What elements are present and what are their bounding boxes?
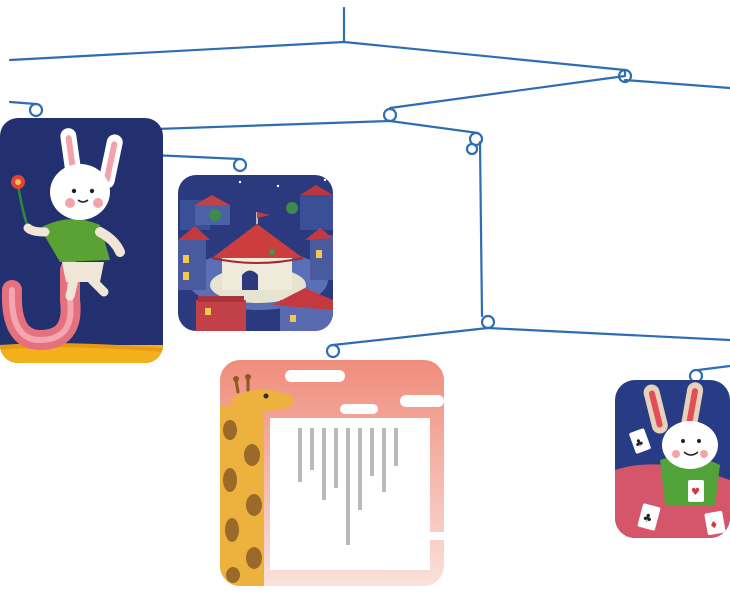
giraffe-barcode-tile	[220, 360, 444, 586]
night-town-tile	[178, 175, 333, 331]
card-heart-glyph: ♥	[691, 487, 700, 498]
bunny-flower-tile	[0, 118, 163, 363]
card-club-glyph: ♣	[633, 437, 645, 450]
card-diamond-glyph: ♦	[709, 520, 720, 532]
bunny-cards-tile: ♣ ♥ ♣ ♦	[615, 380, 730, 538]
card-club2-glyph: ♣	[641, 511, 654, 526]
